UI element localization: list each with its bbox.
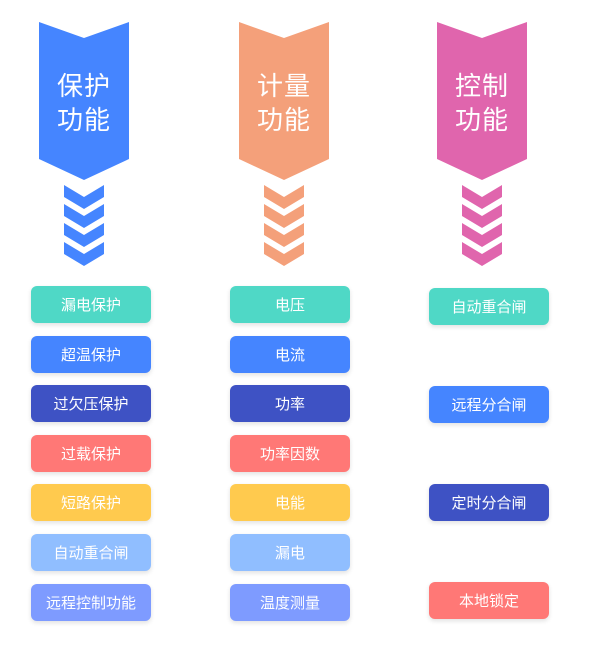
item-auto-reclose: 自动重合闸 (31, 534, 151, 571)
item-leakage-protection: 漏电保护 (31, 286, 151, 323)
banner-title-line2: 功能 (256, 106, 311, 136)
banner-metering: 计量 功能 (239, 22, 329, 180)
item-overload-protection: 过载保护 (31, 435, 151, 472)
item-energy: 电能 (230, 484, 350, 521)
banner-title-line2: 功能 (56, 106, 111, 136)
item-temperature-measurement: 温度测量 (230, 584, 350, 621)
item-timed-open-close: 定时分合闸 (429, 484, 549, 521)
item-power-factor: 功率因数 (230, 435, 350, 472)
banner-title-line2: 功能 (454, 106, 509, 136)
item-over-under-voltage-protection: 过欠压保护 (31, 385, 151, 422)
item-leakage: 漏电 (230, 534, 350, 571)
chevron-down-icon (264, 185, 304, 270)
item-local-lock: 本地锁定 (429, 582, 549, 619)
item-short-circuit-protection: 短路保护 (31, 484, 151, 521)
item-voltage: 电压 (230, 286, 350, 323)
item-power: 功率 (230, 385, 350, 422)
item-remote-control: 远程控制功能 (31, 584, 151, 621)
chevron-down-icon (64, 185, 104, 270)
chevron-down-icon (462, 185, 502, 270)
item-auto-reclose-control: 自动重合闸 (429, 288, 549, 325)
banner-protection: 保护 功能 (39, 22, 129, 180)
banner-control: 控制 功能 (437, 22, 527, 180)
banner-title-line1: 计量 (256, 72, 311, 102)
item-remote-open-close: 远程分合闸 (429, 386, 549, 423)
item-current: 电流 (230, 336, 350, 373)
item-over-temperature-protection: 超温保护 (31, 336, 151, 373)
banner-title-line1: 控制 (454, 72, 509, 102)
banner-title-line1: 保护 (56, 72, 111, 102)
